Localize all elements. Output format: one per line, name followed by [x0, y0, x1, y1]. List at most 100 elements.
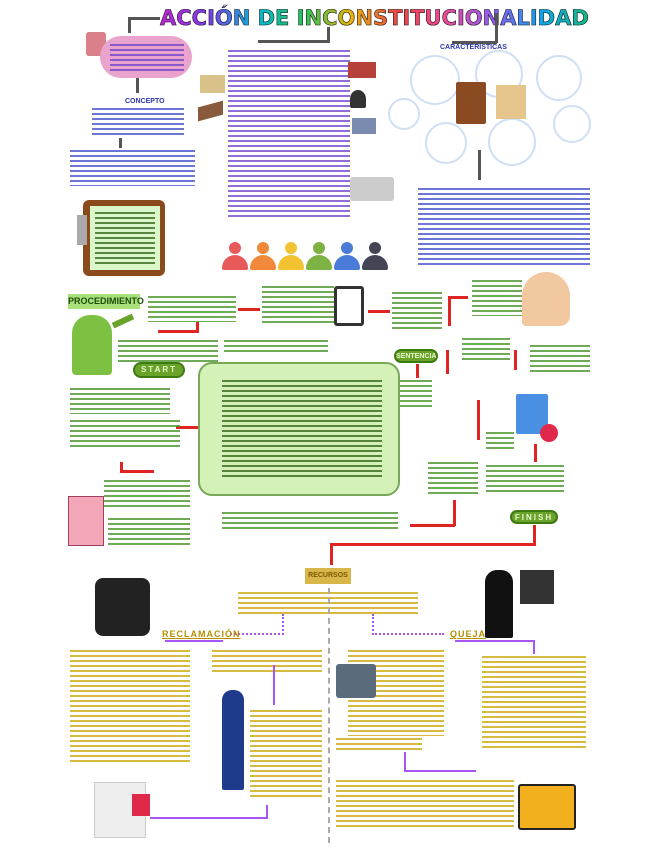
- procedure-text: [224, 340, 328, 352]
- feature-bubble: [425, 122, 467, 164]
- connector: [534, 444, 537, 462]
- reclamacion-text: [70, 650, 190, 765]
- procedure-text: [486, 465, 564, 495]
- concept-detail-text: [70, 150, 195, 186]
- doors-icon: [348, 62, 376, 78]
- gavel-icon: [198, 100, 223, 122]
- feature-bubble: [553, 105, 591, 143]
- connector: [128, 17, 160, 20]
- connector: [330, 543, 333, 565]
- recursos-label: RECURSOS: [305, 568, 351, 584]
- people-icon: [334, 242, 360, 270]
- businessman-icon: [222, 690, 244, 790]
- arrow: [455, 640, 535, 654]
- checklist-icon: [334, 286, 364, 326]
- procedure-text: [486, 432, 514, 452]
- feature-bubble: [536, 55, 582, 101]
- dollar-icon: [132, 794, 150, 816]
- arrow: [255, 665, 275, 705]
- procedure-text: [70, 388, 170, 414]
- lawyer-icon: [72, 315, 112, 375]
- connector: [452, 41, 497, 44]
- puzzle-heads-icon: [95, 578, 150, 636]
- legitimation-text: [418, 188, 590, 268]
- people-icon: [278, 242, 304, 270]
- procedure-text: [392, 292, 442, 332]
- connector: [120, 470, 154, 473]
- procedure-text: [148, 296, 236, 322]
- procedure-label: PROCEDIMIENTO: [68, 294, 144, 309]
- finish-button[interactable]: FINISH: [510, 510, 558, 524]
- feature-bubble: [388, 98, 420, 130]
- connector: [514, 350, 517, 370]
- connector: [446, 350, 449, 374]
- connector: [196, 322, 199, 333]
- connector: [158, 330, 196, 333]
- scroll-text: [222, 380, 382, 480]
- clipboard-text: [95, 212, 155, 264]
- start-button[interactable]: START: [133, 362, 185, 378]
- board-icon: [520, 570, 554, 604]
- meeting-icon: [352, 118, 376, 134]
- reclamacion-text: [250, 710, 322, 800]
- arrow: [230, 614, 284, 635]
- speaker-icon: [350, 90, 366, 108]
- inbox-icon: [336, 664, 376, 698]
- procedure-text: [262, 286, 334, 326]
- connector: [448, 296, 451, 326]
- law-scroll-icon: [496, 85, 526, 119]
- arrow: [165, 640, 223, 642]
- queja-text: [482, 656, 586, 750]
- procedure-text: [118, 340, 218, 362]
- connector: [120, 462, 123, 472]
- procedure-text: [530, 345, 590, 373]
- connector: [238, 308, 260, 311]
- connector: [477, 400, 480, 440]
- procedure-text: [462, 338, 510, 362]
- brain-gears-icon: [522, 272, 570, 326]
- connector: [327, 27, 330, 42]
- connector: [416, 364, 419, 378]
- procedure-text: [222, 512, 398, 532]
- house-icon: [200, 75, 225, 93]
- procedure-text: [70, 420, 180, 450]
- connector: [330, 543, 536, 546]
- connector: [410, 524, 455, 527]
- check-badge-icon: [540, 424, 558, 442]
- connector: [136, 78, 139, 93]
- procedure-text: [104, 480, 190, 510]
- network-icon: [350, 177, 394, 201]
- connector: [478, 150, 481, 180]
- arrow: [404, 752, 476, 772]
- procedure-text: [472, 280, 522, 316]
- papers-icon: [68, 496, 104, 546]
- people-icon: [250, 242, 276, 270]
- procedure-text: [108, 518, 190, 548]
- subjects-text: [228, 50, 350, 220]
- page-title: ACCIÓN DE INCONSTITUCIONALIDAD: [160, 6, 589, 31]
- concept-text: [92, 108, 184, 136]
- people-icon: [306, 242, 332, 270]
- connector: [128, 17, 131, 33]
- people-icon: [362, 242, 388, 270]
- features-heading: CARACTERÍSTICAS: [440, 44, 507, 51]
- connector: [258, 40, 330, 43]
- feature-bubble: [410, 55, 460, 105]
- connector: [448, 296, 468, 299]
- connector: [533, 525, 536, 545]
- connector: [368, 310, 390, 313]
- sentencia-label: SENTENCIA: [394, 349, 438, 363]
- arrow: [372, 614, 444, 635]
- connector: [453, 500, 456, 526]
- queja-text: [336, 738, 422, 752]
- reclamacion-heading: RECLAMACIÓN: [162, 629, 241, 639]
- constitution-book-icon: [456, 82, 486, 124]
- divider: [328, 588, 330, 843]
- people-icon: [222, 242, 248, 270]
- gavel-icon: [111, 313, 135, 329]
- connector: [495, 13, 498, 43]
- connector: [176, 426, 198, 429]
- history-text: [110, 44, 184, 72]
- reclamacion-text: [212, 650, 322, 672]
- connector: [119, 138, 122, 148]
